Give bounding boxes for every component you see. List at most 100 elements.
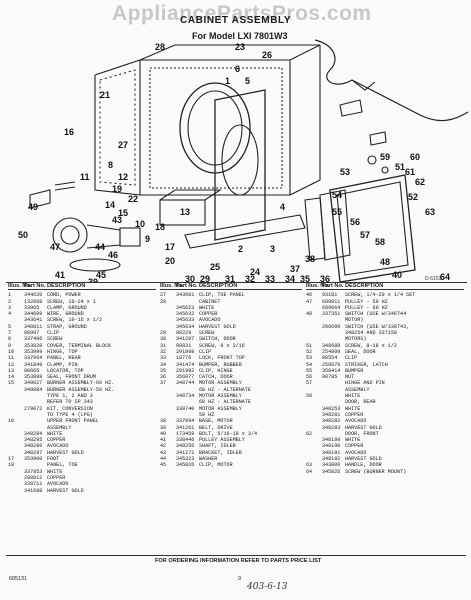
description: COPPER bbox=[199, 311, 218, 318]
callout-number: 45 bbox=[96, 270, 106, 280]
description: WHITE bbox=[345, 405, 361, 412]
parts-row: 50 HZ bbox=[160, 412, 302, 418]
diagram-subtitle: For Model LXI 7801W3 bbox=[192, 31, 288, 41]
description: AVOCADO bbox=[47, 443, 69, 450]
part-no: 349884 bbox=[24, 386, 43, 393]
illus-no: 39 bbox=[160, 424, 167, 431]
description: AVOCADO bbox=[199, 317, 221, 324]
callout-number: 46 bbox=[108, 250, 118, 260]
description: DOOR, REAR bbox=[345, 399, 376, 406]
part-no: 298912 bbox=[24, 474, 43, 481]
part-no: 344620 bbox=[24, 292, 43, 299]
callout-number: 26 bbox=[262, 50, 272, 60]
part-no: 341688 bbox=[24, 487, 43, 494]
description: SCREW, 8 x 3/16 bbox=[199, 342, 245, 349]
callout-number: 56 bbox=[350, 217, 360, 227]
description: BRACKET, IDLER bbox=[199, 449, 242, 456]
part-no: 341849 bbox=[24, 361, 43, 368]
callout-number: 28 bbox=[155, 42, 165, 52]
header-part: Part No. bbox=[322, 283, 344, 289]
header-no: Illus. No. bbox=[8, 283, 32, 289]
part-no: 254800 bbox=[322, 348, 341, 355]
description: 50 HZ bbox=[199, 411, 215, 418]
description: CLIP, HINGE bbox=[199, 367, 233, 374]
illus-no: 13 bbox=[8, 367, 15, 374]
description: HARVEST GOLD bbox=[345, 424, 382, 431]
illus-no: 37 bbox=[160, 380, 167, 387]
part-no: 173459 bbox=[176, 430, 195, 437]
description: MOTOR ASSEMBLY bbox=[199, 380, 242, 387]
part-no: 348295 bbox=[24, 437, 43, 444]
callout-number: 52 bbox=[408, 192, 418, 202]
illus-no: 10 bbox=[8, 348, 15, 355]
description: BUMPER bbox=[345, 367, 364, 374]
description: COPPER bbox=[47, 474, 66, 481]
callout-number: 49 bbox=[28, 202, 38, 212]
part-no: 340811 bbox=[24, 323, 43, 330]
header-part: Part No. bbox=[24, 283, 46, 289]
part-no: 338446 bbox=[176, 437, 195, 444]
description: SCREW bbox=[199, 330, 215, 337]
description: SWITCH (USE W/346744 bbox=[345, 311, 407, 318]
description: AVOCADO bbox=[345, 449, 367, 456]
part-no: 353900 bbox=[24, 456, 43, 463]
callout-number: 22 bbox=[128, 194, 138, 204]
part-no: 345826 bbox=[322, 468, 341, 475]
description: TO TYPE 4 (LPG) bbox=[47, 411, 93, 418]
watermark: AppliancePartsPros.com bbox=[112, 2, 372, 25]
part-no: 98831 bbox=[176, 342, 192, 349]
part-no: 337964 bbox=[24, 355, 43, 362]
description: CLIP, MOTOR bbox=[199, 462, 233, 469]
callout-number: 23 bbox=[235, 42, 245, 52]
part-no: 338740 bbox=[176, 405, 195, 412]
callout-number: 29 bbox=[200, 274, 210, 282]
part-no: 337853 bbox=[24, 468, 43, 475]
part-no: 353898 bbox=[24, 374, 43, 381]
description: CLIP bbox=[47, 330, 60, 337]
description: HINGE AND PIN bbox=[345, 380, 385, 387]
callout-number: 2 bbox=[238, 244, 243, 254]
description: TYPE 1, 2 AND 3 bbox=[47, 393, 93, 400]
illus-no: 18 bbox=[8, 462, 15, 469]
callout-number: 37 bbox=[290, 264, 300, 274]
part-no: 291998 bbox=[176, 348, 195, 355]
door-outline bbox=[329, 174, 416, 282]
illus-no: 9 bbox=[8, 342, 12, 349]
illus-no: 56 bbox=[306, 374, 313, 381]
part-no: 98665 bbox=[24, 367, 40, 374]
part-no: 341261 bbox=[176, 424, 195, 431]
illus-no: 17 bbox=[8, 456, 15, 463]
description: SCREW, 8-18 x 1/2 bbox=[345, 342, 397, 349]
part-no: 345632 bbox=[176, 311, 195, 318]
description: HANDLE, DOOR bbox=[345, 462, 382, 469]
part-no: 98554 bbox=[322, 355, 338, 362]
part-no: 279072 bbox=[24, 405, 43, 412]
header-no: Illus. No. bbox=[306, 283, 330, 289]
part-no: 256876 bbox=[322, 361, 341, 368]
description: STRIKER, LATCH bbox=[345, 361, 388, 368]
callout-number: 41 bbox=[55, 270, 65, 280]
